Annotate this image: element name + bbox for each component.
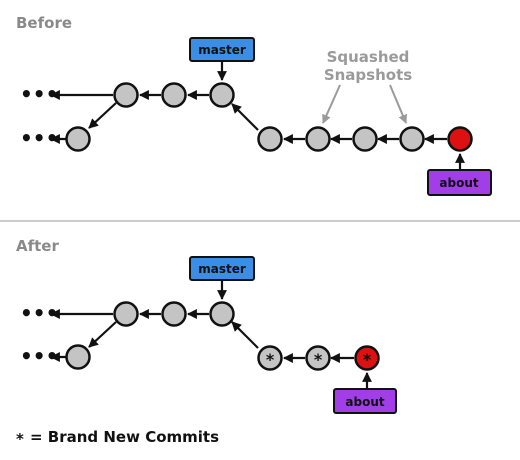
squashed-label-line2: Snapshots	[324, 66, 412, 84]
about-branch-label-box	[333, 388, 397, 414]
after-edge-n1-to-c3	[231, 321, 259, 349]
new-commit-node	[257, 345, 283, 371]
before-title: Before	[16, 14, 72, 32]
after-title: After	[16, 237, 59, 255]
legend-text: = Brand New Commits	[30, 428, 219, 446]
before-commits	[65, 82, 473, 152]
master-branch-label: master	[198, 43, 246, 57]
commit-node	[65, 126, 91, 152]
commit-node	[257, 126, 283, 152]
new-commit-star-icon: *	[314, 350, 323, 369]
legend-star-icon: *	[16, 430, 24, 448]
commit-node	[65, 344, 91, 370]
before-section: Before ••• •••	[16, 14, 492, 196]
new-commit-star-icon: *	[363, 350, 372, 369]
master-branch-label-box	[189, 256, 255, 281]
commit-node	[209, 82, 235, 108]
commit-node	[305, 126, 331, 152]
before-master-branch: master	[189, 37, 255, 81]
new-commit-node	[305, 345, 331, 371]
after-section: After ••• ••• * * *	[16, 237, 397, 414]
commit-node	[113, 82, 139, 108]
commit-node	[113, 301, 139, 327]
commit-node	[161, 301, 187, 327]
after-about-branch: about	[333, 372, 397, 414]
commit-node	[161, 82, 187, 108]
after-master-branch: master	[189, 256, 255, 300]
squashed-annotation: Squashed Snapshots	[322, 48, 412, 124]
about-branch-label: about	[345, 395, 384, 409]
squashed-label-line1: Squashed	[327, 48, 410, 66]
annotation-arrow-right	[389, 84, 408, 124]
after-commits: * * *	[65, 301, 380, 371]
commit-node	[352, 126, 378, 152]
master-branch-label: master	[198, 262, 246, 276]
before-edge-c1-to-c0	[88, 102, 117, 129]
legend: * = Brand New Commits	[16, 428, 219, 448]
before-edge-c4-to-c3	[231, 103, 259, 131]
master-branch-label-box	[189, 37, 255, 62]
before-about-branch: about	[427, 153, 492, 196]
commit-node	[399, 126, 425, 152]
about-branch-label-box	[427, 169, 492, 196]
head-commit-node	[447, 126, 473, 152]
annotation-arrow-left	[322, 84, 341, 124]
commit-node	[209, 301, 235, 327]
new-commit-star-icon: *	[266, 350, 275, 369]
before-edges	[50, 90, 447, 144]
about-branch-label: about	[439, 176, 478, 190]
after-edge-c1-to-c0	[88, 321, 117, 348]
new-head-commit-node	[354, 345, 380, 371]
